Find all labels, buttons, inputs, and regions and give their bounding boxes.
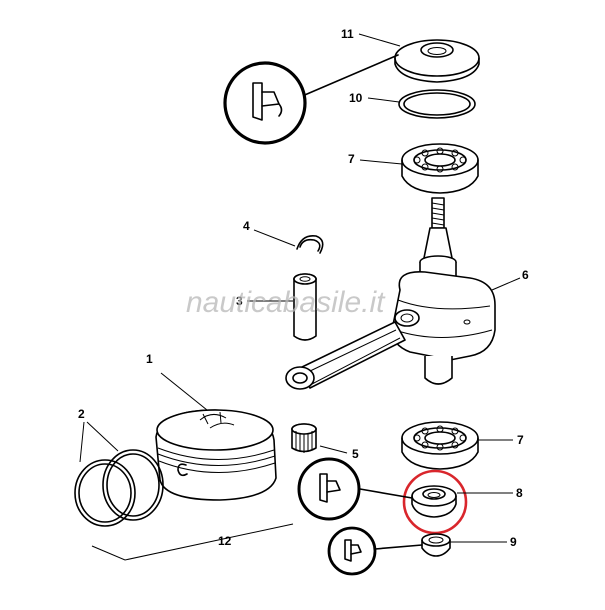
callout-label-10: 10: [349, 91, 363, 105]
lubricant-tube-icon: [297, 457, 413, 521]
callout-label-3: 3: [236, 294, 243, 308]
bushing-part-9: [421, 533, 451, 557]
callout-label-12: 12: [218, 534, 232, 548]
callout-label-1: 1: [146, 352, 153, 366]
callout-label-4: 4: [243, 219, 250, 233]
callout-label-9: 9: [510, 535, 517, 549]
wrist-pin-part-3: [293, 273, 317, 341]
lubricant-tube-icon: [327, 526, 423, 576]
watermark-text: nauticabasile.it: [186, 286, 386, 319]
seal-part-8: [411, 485, 457, 518]
piston-part-1: [155, 409, 277, 501]
crankshaft-part-6: [391, 197, 496, 385]
bearing-part-7-top: [401, 143, 479, 194]
callout-label-7-bottom: 7: [517, 433, 524, 447]
callout-label-6: 6: [522, 268, 529, 282]
o-ring-part-10: [398, 89, 476, 119]
bearing-part-7-bottom: [401, 421, 479, 470]
leader-lines: [79, 33, 521, 561]
callout-label-7-top: 7: [348, 152, 355, 166]
seal-part-11: [394, 39, 480, 83]
callout-label-11: 11: [341, 27, 354, 41]
connecting-rod: [285, 321, 406, 390]
circlip-part-4: [296, 234, 324, 254]
needle-bearing-part-5: [291, 423, 317, 453]
callout-label-5: 5: [352, 447, 359, 461]
callout-label-2: 2: [78, 407, 85, 421]
callout-label-8: 8: [516, 486, 523, 500]
lubricant-tube-icon: [223, 54, 399, 145]
highlight-ring-part-8: [402, 469, 468, 535]
piston-rings-part-2: [74, 449, 164, 527]
